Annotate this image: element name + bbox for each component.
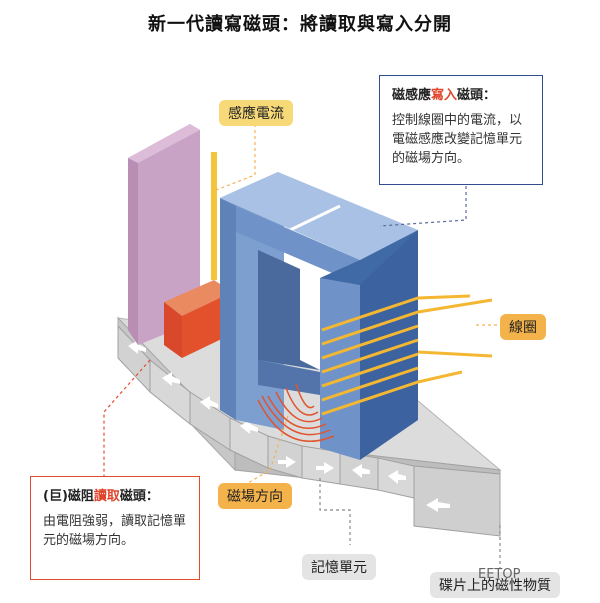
shield-block <box>128 124 200 345</box>
watermark: EETOP <box>478 567 521 582</box>
coil-windings <box>321 294 493 416</box>
induced-current-label: 感應電流 <box>219 100 293 126</box>
read-head-callout: (巨)磁阻讀取磁頭： 由電阻強弱，讀取記憶單元的磁場方向。 <box>30 476 200 580</box>
gray-leaders <box>319 478 501 568</box>
read-title-prefix: (巨)磁阻 <box>43 489 94 504</box>
disk-material-label: 碟片上的磁性物質 <box>430 572 560 598</box>
write-leader <box>379 186 467 227</box>
write-head-callout: 磁感應寫入磁頭： 控制線圈中的電流，以電磁感應改變記憶單元的磁場方向。 <box>379 75 543 185</box>
read-sensor <box>164 280 232 358</box>
coil-label: 線圈 <box>500 314 546 340</box>
memory-unit-label: 記憶單元 <box>302 554 376 580</box>
read-head-title: (巨)磁阻讀取磁頭： <box>43 487 187 506</box>
read-head-description: 由電阻強弱，讀取記憶單元的磁場方向。 <box>43 514 187 548</box>
magnetization-arrows <box>128 340 450 512</box>
sense-lead <box>211 152 217 280</box>
leader-lines <box>215 124 500 484</box>
write-head-yoke <box>220 172 418 460</box>
magnetic-field-lines <box>257 383 335 443</box>
read-title-suffix: 磁頭： <box>119 489 159 504</box>
read-title-highlight: 讀取 <box>93 489 120 504</box>
field-direction-label: 磁場方向 <box>218 483 292 509</box>
write-title-suffix: 磁頭： <box>457 88 497 103</box>
page-title: 新一代讀寫磁頭：將讀取與寫入分開 <box>148 14 452 35</box>
write-title-highlight: 寫入 <box>431 88 458 103</box>
write-head-title: 磁感應寫入磁頭： <box>392 86 530 105</box>
write-head-description: 控制線圈中的電流，以電磁感應改變記憶單元的磁場方向。 <box>392 113 523 166</box>
write-title-prefix: 磁感應 <box>392 88 432 103</box>
